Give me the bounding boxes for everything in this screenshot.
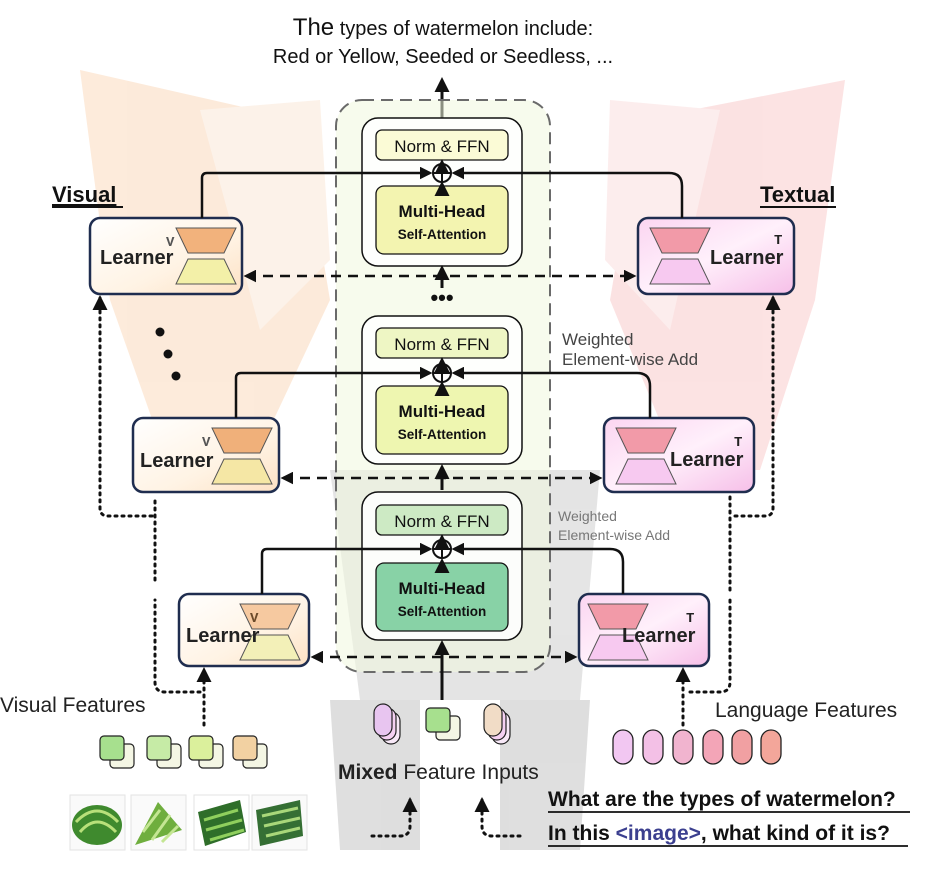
language-feature-tokens — [612, 729, 782, 765]
output-line-2: Red or Yellow, Seeded or Seedless, ... — [273, 46, 613, 68]
norm-ffn-middle-label: Norm & FFN — [394, 335, 489, 354]
visual-learner-middle: Learner V — [131, 416, 281, 494]
dotted-skip-connections — [92, 295, 781, 727]
transformer-layer-bottom: Norm & FFN Multi-Head Self-Attention — [361, 491, 523, 641]
textual-learner-bottom-label: Learner — [622, 625, 696, 647]
mixed-inputs-rest: Feature Inputs — [398, 761, 539, 784]
textual-learner-top: Learner T — [636, 216, 796, 296]
transformer-layer-middle: Norm & FFN Multi-Head Self-Attention — [361, 315, 523, 465]
language-features-label: Language Features — [715, 699, 897, 722]
weighted-add-label-bottom-1: Weighted — [558, 508, 617, 524]
question-1: What are the types of watermelon? — [548, 788, 896, 811]
visual-ellipsis-dots — [155, 327, 181, 381]
mha-top-label-2: Self-Attention — [398, 227, 487, 242]
question-2: In this <image>, what kind of it is? — [548, 822, 890, 845]
visual-learner-middle-label: Learner — [140, 450, 214, 472]
output-line-1: The types of watermelon include: — [293, 14, 593, 41]
textual-learner-middle-label: Learner — [670, 449, 744, 471]
visual-learner-bottom-sup: V — [250, 611, 259, 627]
mixed-feature-tokens — [373, 703, 511, 745]
visual-learner-bottom: Learner V — [177, 592, 311, 668]
question-2-prefix: In this — [548, 822, 616, 845]
visual-learner-bottom-label: Learner — [186, 625, 260, 647]
weighted-add-label-top-2: Element-wise Add — [562, 350, 698, 369]
layer-ellipsis: ••• — [430, 285, 453, 310]
weighted-add-label-top-1: Weighted — [562, 330, 634, 349]
textual-learner-middle: Learner T — [602, 416, 756, 494]
visual-learner-top-label: Learner — [100, 247, 174, 269]
image-token: <image> — [616, 822, 701, 845]
visual-title: Visual — [52, 182, 116, 207]
watermelon-image-1 — [69, 794, 126, 851]
norm-ffn-top-label: Norm & FFN — [394, 137, 489, 156]
textual-learner-middle-sup: T — [734, 435, 742, 451]
learner-exchange-connectors — [243, 269, 637, 664]
weighted-add-label-bottom-2: Element-wise Add — [558, 527, 670, 543]
visual-features-label: Visual Features — [0, 694, 146, 717]
textual-learner-bottom-sup: T — [686, 611, 694, 627]
transformer-layer-top: Norm & FFN Multi-Head Self-Attention — [361, 117, 523, 267]
mha-bottom-label-1: Multi-Head — [399, 579, 486, 598]
learner-to-add-arrows — [200, 166, 684, 594]
watermelon-image-3 — [193, 794, 250, 851]
mha-top-label-1: Multi-Head — [399, 202, 486, 221]
textual-learner-top-sup: T — [774, 233, 782, 249]
output-rest: types of watermelon include: — [334, 18, 593, 40]
mha-bottom-label-2: Self-Attention — [398, 604, 487, 619]
visual-learner-top: Learner V — [88, 216, 244, 296]
textual-learner-top-label: Learner — [710, 247, 784, 269]
watermelon-images — [69, 794, 308, 851]
mha-middle-label-1: Multi-Head — [399, 402, 486, 421]
mixed-inputs-bold: Mixed — [338, 761, 398, 784]
visual-feature-tokens — [99, 735, 268, 769]
watermelon-image-2 — [130, 794, 187, 851]
mixed-inputs-label: Mixed Feature Inputs — [338, 761, 539, 784]
mha-middle-label-2: Self-Attention — [398, 427, 487, 442]
norm-ffn-bottom-label: Norm & FFN — [394, 512, 489, 531]
textual-title: Textual — [760, 182, 835, 207]
watermelon-image-4 — [251, 794, 308, 851]
visual-learner-top-sup: V — [166, 235, 175, 251]
output-prefix: The — [293, 14, 334, 41]
visual-learner-middle-sup: V — [202, 435, 211, 451]
question-2-suffix: , what kind of it is? — [701, 822, 890, 845]
textual-learner-bottom: Learner T — [577, 592, 711, 668]
question-input-arrows — [370, 797, 522, 838]
